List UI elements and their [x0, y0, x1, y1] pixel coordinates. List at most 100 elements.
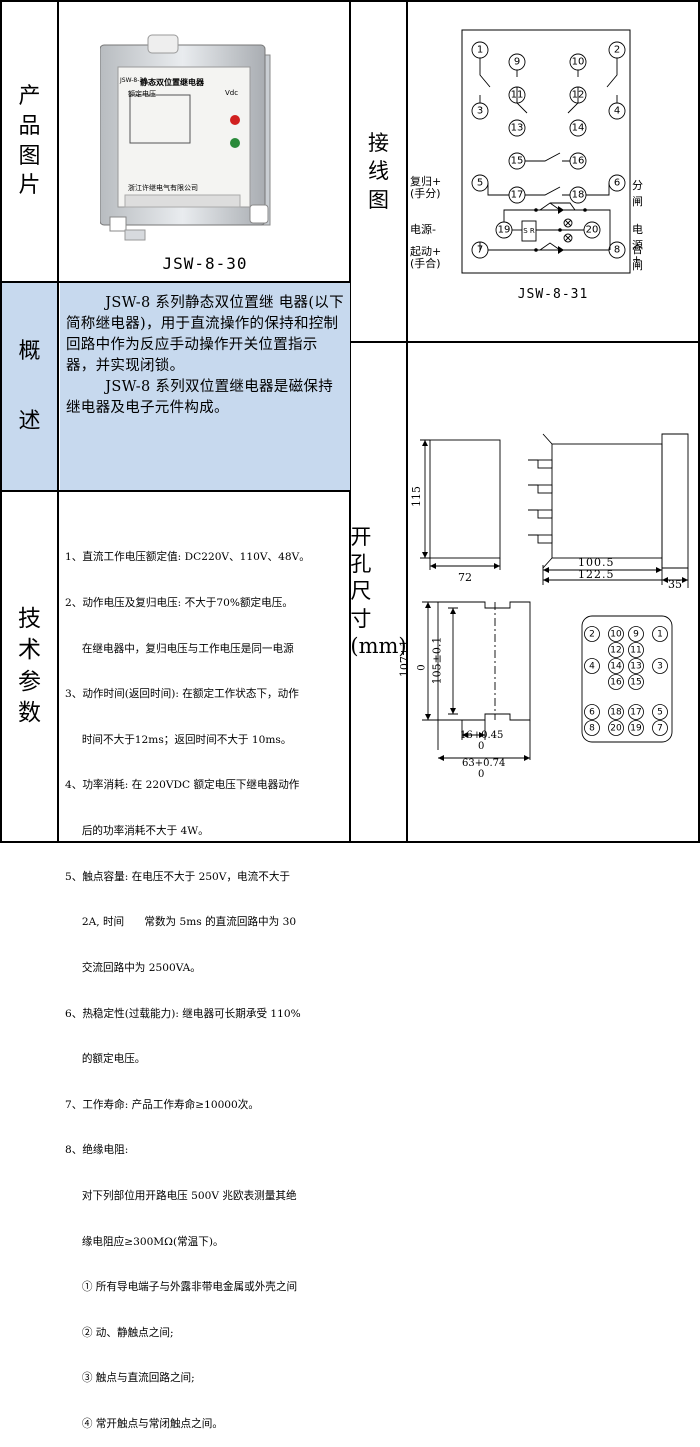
- sr-label: S R: [523, 227, 535, 235]
- terminal-14: 14: [572, 123, 585, 134]
- terminal-17: 17: [511, 190, 524, 201]
- overview-label-bg: [2, 283, 57, 490]
- rated-voltage-label: 额定电压: [128, 90, 156, 98]
- overview-paragraph-2: JSW-8 系列双位置继电器是磁保持继电器及电子元件构成。: [66, 379, 334, 416]
- panel-terminal-label: 12: [610, 646, 621, 656]
- panel-terminal-label: 1: [657, 630, 663, 640]
- terminal-16: 16: [572, 156, 585, 167]
- border-right: [698, 0, 700, 843]
- overview-label: 概 述: [18, 338, 41, 435]
- panel-terminal-circle: [608, 674, 624, 690]
- panel-terminal-label: 16: [610, 678, 622, 688]
- terminal-4: 4: [614, 106, 620, 117]
- dim-105: 105±0.1: [430, 636, 444, 685]
- spec-line: 6、热稳定性(过载能力): 继电器可长期承受 110%: [65, 1007, 301, 1020]
- terminal-9: 9: [514, 57, 520, 68]
- row-divider-right: [349, 341, 700, 343]
- device-model: JSW-8-30: [120, 77, 148, 84]
- panel-terminal-label: 11: [630, 646, 641, 656]
- dim-16-lower: 0: [478, 741, 485, 752]
- dim-107-lower: 0: [416, 664, 428, 671]
- panel-terminal-circle: [628, 704, 644, 720]
- product-caption: JSW-8-30: [162, 254, 248, 273]
- spec-line: 3、动作时间(返回时间): 在额定工作状态下，动作: [65, 688, 299, 701]
- panel-terminal-circle: [584, 720, 600, 736]
- panel-terminal-label: 19: [630, 724, 642, 734]
- terminal-18: 18: [572, 190, 585, 201]
- panel-terminal-circle: [584, 704, 600, 720]
- spec-line: ③ 触点与直流回路之间;: [65, 1372, 195, 1385]
- panel-terminal-circle: [652, 704, 668, 720]
- panel-terminal-label: 8: [589, 724, 595, 734]
- spec-line: 4、功率消耗: 在 220VDC 额定电压下继电器动作: [65, 779, 300, 792]
- panel-terminal-label: 10: [610, 630, 622, 640]
- spec-line: 的额定电压。: [65, 1053, 146, 1066]
- panel-terminal-label: 2: [589, 630, 595, 640]
- terminal-6: 6: [614, 178, 620, 189]
- panel-terminal-label: 15: [630, 678, 641, 688]
- terminal-8: 8: [614, 245, 620, 256]
- product-image-label: 产 品 图 片: [18, 84, 41, 199]
- tech-params-label: 技 术 参 数: [18, 606, 41, 726]
- col-divider-1: [57, 0, 59, 843]
- panel-terminal-circle: [652, 658, 668, 674]
- spec-line: 2、动作电压及复归电压: 不大于70%额定电压。: [65, 597, 293, 610]
- dim-107: 107±1: [398, 639, 412, 678]
- dim-16: 16+0.45: [460, 730, 504, 741]
- panel-terminal-circle: [608, 658, 624, 674]
- dim-100-5: 100.5: [578, 556, 615, 569]
- row-divider-left-1: [0, 281, 351, 283]
- reset-label: 复归+: [410, 175, 442, 188]
- panel-terminal-circle: [628, 658, 644, 674]
- spec-line: 对下列部位用开路电压 500V 兆欧表测量其绝: [65, 1189, 297, 1202]
- spec-line: 1、直流工作电压额定值: DC220V、110V、48V。: [65, 551, 310, 564]
- spec-line: 5、触点容量: 在电压不大于 250V，电流不大于: [65, 870, 291, 883]
- col-divider-2: [406, 0, 408, 843]
- dim-63-lower: 0: [478, 769, 485, 780]
- panel-terminal-label: 6: [589, 708, 595, 718]
- dim-122-5: 122.5: [578, 568, 615, 581]
- row-divider-left-2: [0, 490, 351, 492]
- panel-terminal-circle: [608, 704, 624, 720]
- panel-terminal-circle: [584, 626, 600, 642]
- spec-line: ④ 常开触点与常闭触点之间。: [65, 1417, 223, 1430]
- terminal-10: 10: [572, 57, 585, 68]
- dim-115: 115: [410, 486, 423, 507]
- dim-72: 72: [458, 571, 472, 584]
- panel-terminal-label: 5: [657, 708, 663, 718]
- spec-line: 8、绝缘电阻:: [65, 1144, 129, 1157]
- panel-terminal-label: 17: [630, 708, 641, 718]
- col-divider-mid: [349, 0, 351, 843]
- open-label: 分闸: [632, 179, 643, 208]
- terminal-15: 15: [511, 156, 524, 167]
- panel-terminal-circle: [608, 720, 624, 736]
- dim-35: 35: [668, 578, 682, 591]
- reset-manual-label: (手分): [410, 187, 441, 200]
- panel-terminal-circle: [628, 674, 644, 690]
- panel-terminal-label: 20: [610, 724, 622, 734]
- close-label: 合闸: [632, 243, 643, 272]
- panel-terminal-label: 9: [633, 630, 639, 640]
- panel-terminal-circle: [608, 642, 624, 658]
- spec-line: 2A, 时间 常数为 5ms 的直流回路中为 30: [65, 916, 297, 929]
- panel-terminal-label: 3: [657, 662, 663, 672]
- cutout-label: 开 孔 尺 寸 (mm): [350, 524, 407, 658]
- panel-terminal-circle: [628, 642, 644, 658]
- rated-voltage-unit: Vdc: [225, 89, 239, 97]
- dim-63: 63+0.74: [462, 758, 506, 769]
- terminal-1: 1: [477, 45, 483, 56]
- spec-line: 7、工作寿命: 产品工作寿命≥10000次。: [65, 1098, 259, 1111]
- product-photo: 静态双位置继电器 JSW-8-30 额定电压 Vdc 浙江许继电气有限公司: [99, 25, 290, 250]
- start-manual-label: (手合): [410, 257, 441, 270]
- border-left: [0, 0, 2, 843]
- overview-text: JSW-8 系列静态双位置继 电器(以下简称继电器)，用于直流操作的保持和控制回…: [60, 283, 350, 490]
- device-label: 静态双位置继电器: [140, 78, 204, 87]
- spec-line: 缘电阻应≥300MΩ(常温下)。: [65, 1235, 224, 1248]
- wiring-label: 接 线 图: [368, 130, 389, 212]
- power-plus-label: 电源+: [632, 223, 643, 266]
- panel-terminal-label: 14: [610, 662, 622, 672]
- spec-line: ① 所有导电端子与外露非带电金属或外壳之间: [65, 1281, 298, 1294]
- spec-line: 后的功率消耗不大于 4W。: [65, 825, 209, 838]
- wiring-diagram: 1 2 9 10 3 4 11 12 13 14 15 16 5 6 17 18…: [410, 25, 650, 280]
